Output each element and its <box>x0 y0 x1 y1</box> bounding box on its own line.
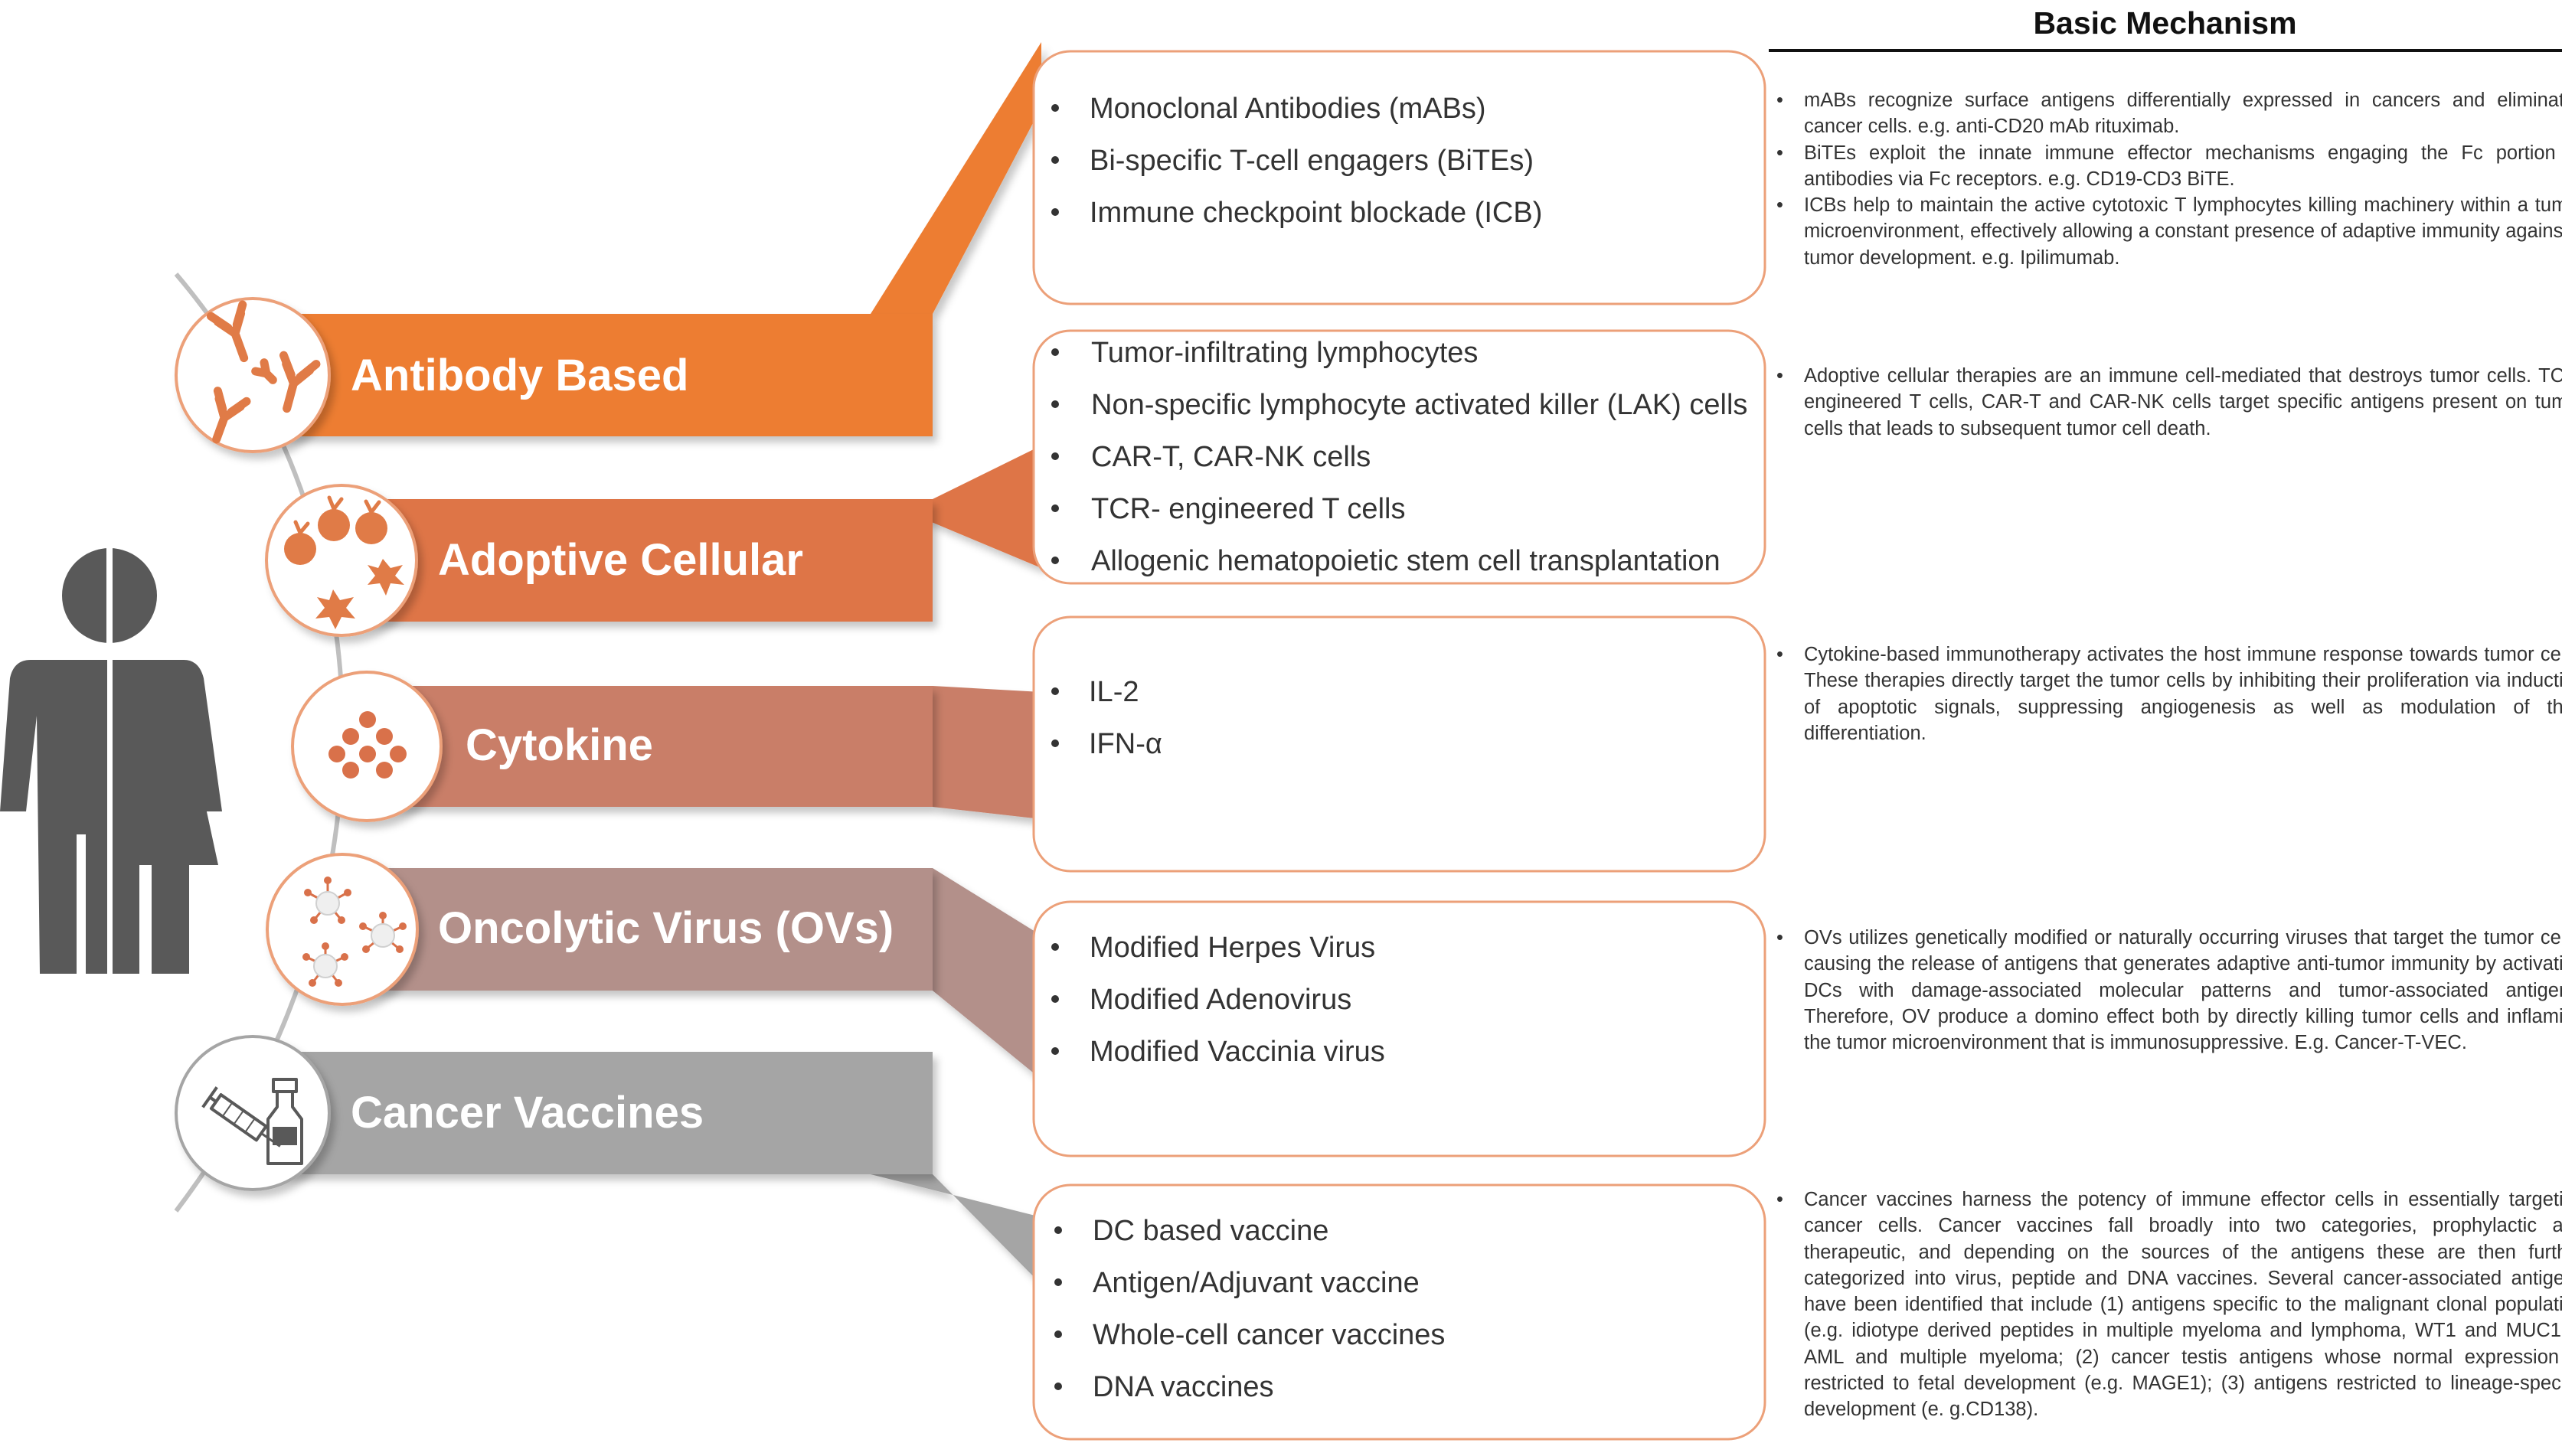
item-ifn: IFN-α <box>1089 728 1162 760</box>
mechanism-title: Basic Mechanism <box>2033 5 2297 41</box>
item-dna-vaccine: DNA vaccines <box>1093 1371 1274 1403</box>
mechanism-antibody: mABs recognize surface antigens differen… <box>1769 87 2562 271</box>
human-figure-icon <box>0 536 222 974</box>
label-adoptive-cellular: Adoptive Cellular <box>438 535 803 585</box>
mechanism-mabs: mABs recognize surface antigens differen… <box>1776 87 2562 140</box>
items-box-cytokine <box>1032 615 1766 873</box>
item-vaccinia: Modified Vaccinia virus <box>1090 1036 1385 1068</box>
item-dc-vaccine: DC based vaccine <box>1093 1215 1328 1247</box>
item-whole-cell-vaccine: Whole-cell cancer vaccines <box>1093 1319 1445 1351</box>
item-mabs: Monoclonal Antibodies (mABs) <box>1090 93 1485 125</box>
antibody-icon <box>206 300 321 444</box>
mechanism-vaccines-text: Cancer vaccines harness the potency of i… <box>1776 1187 2562 1423</box>
item-herpes: Modified Herpes Virus <box>1090 932 1375 964</box>
items-box-vaccines <box>1032 1183 1766 1441</box>
mechanism-icb: ICBs help to maintain the active cytotox… <box>1776 192 2562 271</box>
items-box-oncolytic <box>1032 900 1766 1157</box>
label-oncolytic-virus: Oncolytic Virus (OVs) <box>438 903 894 953</box>
band-antibody <box>230 314 933 436</box>
items-box-antibody <box>1032 50 1766 305</box>
item-adjuvant-vaccine: Antigen/Adjuvant vaccine <box>1093 1267 1420 1299</box>
item-til: Tumor-infiltrating lymphocytes <box>1091 337 1478 369</box>
label-cytokine: Cytokine <box>466 720 653 770</box>
item-hsct: Allogenic hematopoietic stem cell transp… <box>1091 545 1721 577</box>
virus-icon <box>302 877 407 987</box>
item-bites: Bi-specific T-cell engagers (BiTEs) <box>1090 145 1534 177</box>
mechanism-adoptive: Adoptive cellular therapies are an immun… <box>1769 363 2562 442</box>
mechanism-oncolytic: OVs utilizes genetically modified or nat… <box>1769 925 2562 1056</box>
item-il2: IL-2 <box>1089 676 1139 708</box>
immune-cells-icon <box>284 495 404 629</box>
connectors <box>871 42 1041 1285</box>
band-oncolytic <box>320 868 933 991</box>
mechanism-bites: BiTEs exploit the innate immune effector… <box>1776 140 2562 193</box>
mechanism-vaccines: Cancer vaccines harness the potency of i… <box>1769 1187 2562 1423</box>
band-vaccines <box>230 1052 933 1174</box>
label-cancer-vaccines: Cancer Vaccines <box>351 1088 704 1138</box>
mechanism-cytokine-text: Cytokine-based immunotherapy activates t… <box>1776 641 2562 746</box>
item-tcr: TCR- engineered T cells <box>1091 493 1405 525</box>
syringe-vial-icon <box>201 1078 303 1165</box>
mechanism-adoptive-text: Adoptive cellular therapies are an immun… <box>1776 363 2562 442</box>
mechanism-cytokine: Cytokine-based immunotherapy activates t… <box>1769 641 2562 746</box>
mechanism-oncolytic-text: OVs utilizes genetically modified or nat… <box>1776 925 2562 1056</box>
category-bands <box>230 314 933 1174</box>
label-antibody-based: Antibody Based <box>351 351 689 400</box>
mechanism-title-rule <box>1769 49 2562 52</box>
item-car: CAR-T, CAR-NK cells <box>1091 441 1371 473</box>
item-adenovirus: Modified Adenovirus <box>1090 984 1351 1016</box>
cytokine-icon <box>328 711 407 779</box>
item-boxes <box>1032 50 1766 1441</box>
item-lak: Non-specific lymphocyte activated killer… <box>1091 389 1747 421</box>
band-adoptive <box>320 499 933 622</box>
item-icb: Immune checkpoint blockade (ICB) <box>1090 197 1542 229</box>
items-box-adoptive <box>1032 329 1766 585</box>
